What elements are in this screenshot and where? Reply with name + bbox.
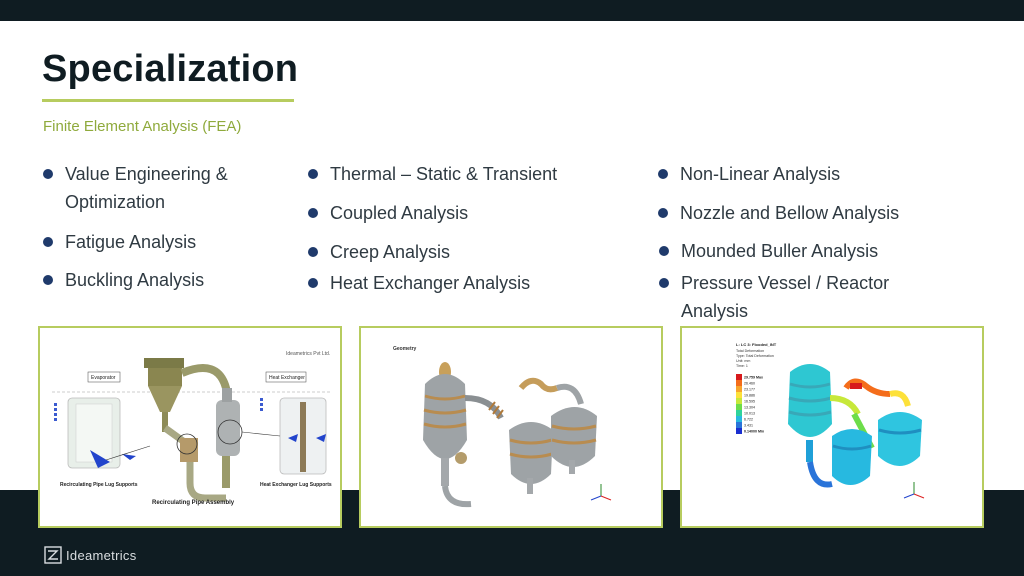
axis-triad-icon [590, 484, 612, 501]
legend-value: 6.722 [744, 418, 753, 422]
bullet-fatigue-analysis: Fatigue Analysis [43, 228, 196, 256]
image-recirculating-pipe: Ideametrics Pvt Ltd. Evaporator [38, 326, 342, 528]
legend-value: 29.759 Max [744, 376, 763, 380]
legend-swatch [736, 404, 742, 410]
legend-line: Time: 1 [736, 364, 748, 368]
legend-value: 3.431 [744, 424, 753, 428]
bullet-heat-exchanger: Heat Exchanger Analysis [308, 269, 530, 297]
legend-value: 23.177 [744, 388, 755, 392]
bullet-nozzle-bellow: Nozzle and Bellow Analysis [658, 199, 899, 227]
bullet-dot-icon [308, 247, 318, 257]
legend-swatch [736, 416, 742, 422]
ideametrics-logo-icon [44, 546, 62, 564]
bullet-dot-icon [308, 169, 318, 179]
bullet-dot-icon [658, 169, 668, 179]
legend-swatch [736, 422, 742, 428]
bullet-dot-icon [308, 208, 318, 218]
legend-swatch [736, 392, 742, 398]
pipe-assembly-illustration: Ideametrics Pvt Ltd. Evaporator [52, 351, 332, 506]
assembly-caption: Recirculating Pipe Assembly [152, 500, 235, 506]
bullet-mounded-bullet: Mounded Buller Analysis [659, 237, 878, 265]
bullet-dot-icon [658, 208, 668, 218]
legend-swatch [736, 386, 742, 392]
legend-swatch [736, 410, 742, 416]
footer-logo: Ideametrics [44, 545, 137, 565]
legend-swatch [736, 374, 742, 380]
axis-triad-icon [903, 482, 925, 499]
bullet-thermal: Thermal – Static & Transient [308, 160, 557, 188]
top-bar [0, 0, 1024, 21]
legend-value: 13.304 [744, 406, 755, 410]
title-underline [42, 99, 294, 102]
deformation-illustration: L: LC 3: Flooded_INT Total Deformation T… [736, 342, 925, 499]
geometry-illustration: Geometry [393, 346, 612, 508]
bullet-dot-icon [43, 169, 53, 179]
bullet-pressure-vessel: Pressure Vessel / Reactor Analysis [659, 269, 889, 325]
bullet-creep-analysis: Creep Analysis [308, 238, 450, 266]
geometry-label: Geometry [393, 346, 417, 352]
page-subtitle: Finite Element Analysis (FEA) [43, 118, 242, 135]
bullet-dot-icon [43, 275, 53, 285]
bullet-dot-icon [308, 278, 318, 288]
legend-line: Type: Total Deformation [736, 354, 774, 358]
legend-title: L: LC 3: Flooded_INT [736, 342, 777, 347]
heat-exchanger-label: Heat Exchanger [269, 375, 305, 381]
hx-supports-caption: Heat Exchanger Lug Supports [260, 482, 332, 488]
legend-line: Unit: mm [736, 359, 750, 363]
bullet-buckling-analysis: Buckling Analysis [43, 266, 204, 294]
evaporator-label: Evaporator [91, 375, 116, 381]
legend-value: 10.013 [744, 412, 755, 416]
legend-value: 16.595 [744, 400, 755, 404]
bullet-value-engineering: Value Engineering & Optimization [43, 160, 228, 216]
legend-swatch [736, 380, 742, 386]
lug-supports-caption: Recirculating Pipe Lug Supports [60, 482, 138, 488]
legend-value: 19.886 [744, 394, 755, 398]
company-watermark: Ideametrics Pvt Ltd. [286, 351, 330, 357]
legend-value: 0.14000 Min [744, 430, 764, 434]
image-geometry: Geometry [359, 326, 663, 528]
bullet-coupled-analysis: Coupled Analysis [308, 199, 468, 227]
legend-swatch [736, 398, 742, 404]
image-deformation-result: L: LC 3: Flooded_INT Total Deformation T… [680, 326, 984, 528]
legend-swatch [736, 428, 742, 434]
brand-name: Ideametrics [66, 547, 137, 563]
color-legend: 29.759 Max 26.460 23.177 19.886 16.595 13.304… [736, 374, 764, 434]
bullet-dot-icon [43, 237, 53, 247]
bullet-dot-icon [659, 278, 669, 288]
page-title: Specialization [42, 48, 299, 90]
legend-line: Total Deformation [736, 349, 764, 353]
bullet-non-linear: Non-Linear Analysis [658, 160, 840, 188]
bullet-dot-icon [659, 246, 669, 256]
legend-value: 26.460 [744, 382, 755, 386]
